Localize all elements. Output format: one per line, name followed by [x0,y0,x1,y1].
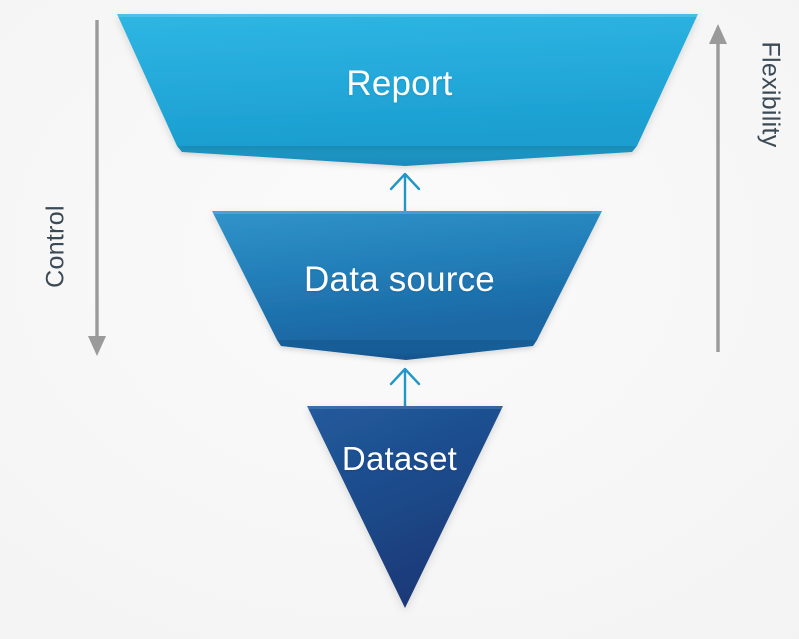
report-ribbon-fold [177,146,637,166]
axis-label-flexibility: Flexibility [756,41,785,148]
report-top-highlight [117,14,698,17]
data-source-ribbon-fold [277,340,537,360]
funnel-stage-data-source[interactable] [212,211,602,360]
connector-arrowhead-up-icon-2 [389,367,421,386]
dataset-top-highlight [307,406,503,409]
flexibility-arrowhead-up-icon [709,24,727,44]
dataset-shape[interactable] [307,406,503,608]
funnel-stage-report[interactable] [117,14,698,166]
funnel-stage-dataset[interactable] [307,406,503,608]
connector-arrowhead-up-icon [389,172,421,191]
control-arrowhead-down-icon [88,336,106,356]
axis-label-control: Control [41,205,70,288]
connector-data-source-to-report [389,172,421,211]
axis-control [88,20,106,356]
connector-dataset-to-data-source [389,367,421,406]
data-source-shape[interactable] [212,211,602,340]
data-source-top-highlight [212,211,602,214]
axis-flexibility [709,24,727,352]
report-shape[interactable] [117,14,698,146]
